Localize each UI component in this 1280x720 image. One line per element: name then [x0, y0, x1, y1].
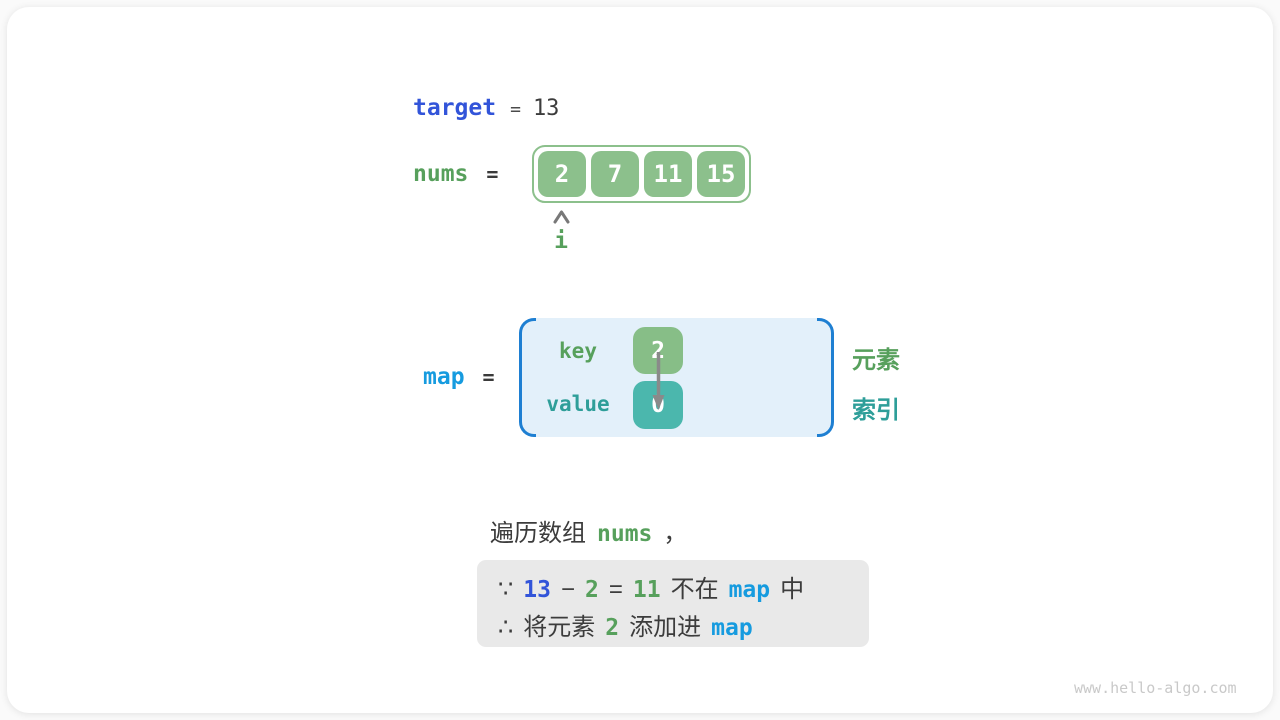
text-token: map — [711, 615, 753, 641]
text-token: 2 — [605, 615, 620, 641]
target-value: 13 — [532, 96, 560, 121]
nums-assignment: nums = — [413, 161, 498, 187]
right-bracket — [817, 318, 834, 437]
text-token: 中 — [780, 576, 805, 603]
text-token: = — [608, 576, 623, 603]
nums-variable-label: nums — [413, 161, 469, 187]
array-cell: 15 — [697, 151, 745, 197]
key-label: key — [559, 339, 597, 363]
text-token: map — [728, 577, 771, 603]
target-assignment: target = 13 — [413, 95, 559, 121]
conclusion-line-1: ∵ 13−2 = 11 不在 map 中 — [498, 571, 869, 609]
map-assignment: map = — [423, 364, 495, 390]
map-variable-label: map — [423, 364, 465, 390]
equals-sign: = — [482, 365, 495, 389]
text-token: 添加进 — [629, 614, 702, 641]
index-side-label: 索引 — [852, 397, 900, 424]
array-cell: 2 — [538, 151, 586, 197]
text-token: − — [560, 576, 575, 603]
text-token: 将元素 — [523, 614, 596, 641]
text-token: nums — [597, 521, 653, 547]
element-side-label: 元素 — [852, 347, 900, 374]
text-token: 13 — [523, 577, 551, 603]
equals-sign: = — [486, 162, 499, 186]
caption-line: 遍历数组 nums ， — [490, 513, 687, 548]
text-token: ∵ — [498, 576, 514, 603]
key-to-value-arrow-icon — [652, 352, 665, 410]
text-token: 不在 — [670, 576, 719, 603]
watermark: www.hello-algo.com — [1074, 679, 1237, 697]
target-variable-label: target — [413, 95, 497, 121]
value-label: value — [546, 392, 610, 416]
text-token: 11 — [632, 577, 661, 603]
equals-sign: = — [510, 99, 521, 120]
nums-array: 2 7 11 15 — [532, 145, 751, 203]
index-pointer-label: i — [554, 228, 568, 254]
text-token: 2 — [585, 577, 599, 603]
left-bracket — [519, 318, 536, 437]
conclusion-line-2: ∴ 将元素 2 添加进 map — [498, 609, 869, 647]
text-token: 遍历数组 — [490, 520, 586, 547]
array-cell: 11 — [644, 151, 692, 197]
text-token: ， — [663, 520, 688, 547]
array-cell: 7 — [591, 151, 639, 197]
text-token: ∴ — [498, 614, 514, 641]
pointer-caret-icon — [553, 210, 570, 224]
